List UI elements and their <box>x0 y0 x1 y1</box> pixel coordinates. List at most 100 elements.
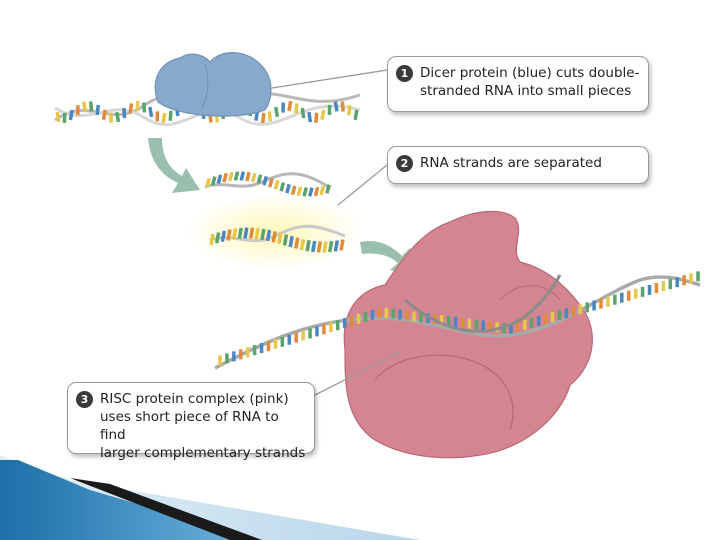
nucleotide-base <box>287 100 293 112</box>
nucleotide-base <box>290 185 297 196</box>
nucleotide-base <box>294 103 299 114</box>
nucleotide-base <box>248 227 255 239</box>
nucleotide-base <box>696 271 700 282</box>
nucleotide-base <box>578 304 582 315</box>
nucleotide-base <box>141 102 147 113</box>
nucleotide-base <box>640 286 645 297</box>
nucleotide-base <box>155 111 160 122</box>
nucleotide-base <box>294 237 300 249</box>
nucleotide-base <box>675 277 679 288</box>
nucleotide-base <box>273 106 280 118</box>
nucleotide-base <box>543 314 548 325</box>
nucleotide-base <box>95 104 101 116</box>
nucleotide-base <box>216 174 223 184</box>
nucleotide-base <box>557 310 562 321</box>
nucleotide-base <box>439 315 444 326</box>
nucleotide-base <box>281 102 285 113</box>
nucleotide-base <box>294 332 298 343</box>
nucleotide-base <box>273 180 280 190</box>
nucleotide-base <box>453 316 458 327</box>
nucleotide-base <box>550 312 555 323</box>
nucleotide-base <box>296 186 303 197</box>
nucleotide-base <box>267 111 273 122</box>
nucleotide-base <box>288 235 294 248</box>
step-2-text: RNA strands are separated <box>420 155 602 171</box>
nucleotide-base <box>88 101 94 112</box>
nucleotide-base <box>370 309 375 320</box>
nucleotide-base <box>592 300 596 311</box>
step-1-number: 1 <box>396 65 413 82</box>
nucleotide-base <box>419 312 423 323</box>
nucleotide-base <box>349 316 354 327</box>
nucleotide-base <box>412 311 416 322</box>
nucleotide-base <box>342 318 347 329</box>
nucleotide-base <box>340 101 345 112</box>
nucleotide-base <box>571 306 576 317</box>
nucleotide-base <box>128 103 134 114</box>
nucleotide-base <box>339 239 345 251</box>
nucleotide-base <box>282 234 289 246</box>
nucleotide-base <box>250 172 257 183</box>
nucleotide-base <box>245 171 251 182</box>
nucleotide-base <box>237 227 243 240</box>
nucleotide-base <box>245 347 250 358</box>
nucleotide-base <box>243 227 249 239</box>
nucleotide-base <box>161 112 167 124</box>
nucleotide-base <box>529 317 534 328</box>
step-2-callout: 2 RNA strands are separated <box>387 146 649 184</box>
nucleotide-base <box>585 302 589 313</box>
nucleotide-base <box>225 353 229 364</box>
nucleotide-base <box>311 240 317 253</box>
dicer-protein <box>154 52 272 117</box>
nucleotide-base <box>109 112 113 123</box>
nucleotide-base <box>205 178 211 188</box>
nucleotide-base <box>329 322 333 333</box>
nucleotide-base <box>214 232 221 244</box>
nucleotide-base <box>405 310 409 321</box>
nucleotide-base <box>218 355 222 366</box>
nucleotide-base <box>356 313 361 324</box>
nucleotide-base <box>68 109 74 121</box>
nucleotide-base <box>668 279 673 290</box>
nucleotide-base <box>488 321 492 332</box>
nucleotide-base <box>268 178 274 188</box>
nucleotide-base <box>661 281 666 292</box>
nucleotide-base <box>481 320 485 331</box>
nucleotide-base <box>259 343 264 354</box>
nucleotide-base <box>509 323 513 334</box>
nucleotide-base <box>516 321 520 332</box>
nucleotide-base <box>322 241 328 253</box>
nucleotide-base <box>398 309 402 320</box>
slide-decoration <box>0 455 420 540</box>
callout-3-pointer <box>314 351 401 396</box>
nucleotide-base <box>305 239 311 252</box>
nucleotide-base <box>599 298 603 309</box>
nucleotide-base <box>148 106 154 118</box>
nucleotide-base <box>81 101 88 112</box>
nucleotide-base <box>633 288 638 299</box>
nucleotide-base <box>689 273 693 284</box>
nucleotide-base <box>613 294 617 305</box>
nucleotide-base <box>654 282 659 293</box>
nucleotide-base <box>495 322 499 333</box>
nucleotide-base <box>273 338 278 349</box>
nucleotide-base <box>231 228 238 240</box>
nucleotide-base <box>384 307 389 318</box>
nucleotide-base <box>336 320 340 331</box>
nucleotide-base <box>222 172 228 183</box>
risc-protein-complex <box>343 210 593 459</box>
nucleotide-base <box>210 176 217 186</box>
nucleotide-base <box>564 308 569 319</box>
nucleotide-base <box>626 290 631 301</box>
nucleotide-base <box>260 112 266 124</box>
nucleotide-base <box>168 110 173 121</box>
nucleotide-base <box>256 174 263 184</box>
nucleotide-base <box>135 100 140 112</box>
nucleotide-base <box>101 109 107 120</box>
target-rna-strand <box>214 271 701 370</box>
nucleotide-base <box>122 107 127 119</box>
nucleotide-base <box>279 182 286 192</box>
nucleotide-base <box>266 340 271 351</box>
nucleotide-base <box>285 183 291 194</box>
